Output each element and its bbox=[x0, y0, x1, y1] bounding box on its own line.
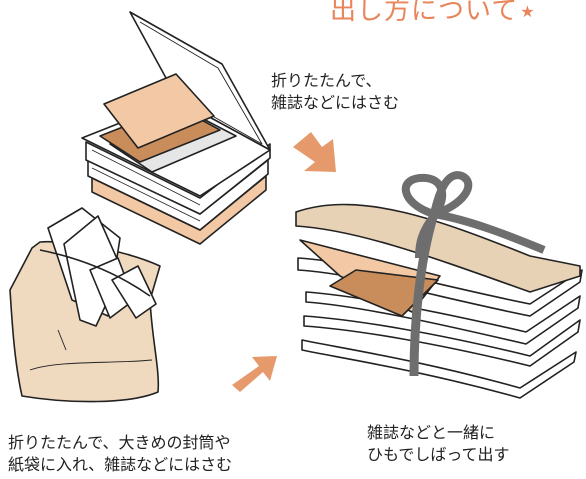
title-text: 出し方について bbox=[330, 0, 519, 26]
caption-line: 紙袋に入れ、雑誌などにはさむ bbox=[8, 455, 233, 474]
caption-envelope: 折りたたんで、大きめの封筒や 紙袋に入れ、雑誌などにはさむ bbox=[8, 432, 232, 476]
paper-bag-illustration bbox=[9, 207, 161, 403]
caption-bundle: 雑誌などと一緒に ひもでしばって出す bbox=[367, 422, 510, 466]
caption-line: 折りたたんで、大きめの封筒や bbox=[8, 433, 231, 452]
tied-magazine-bundle-illustration bbox=[295, 171, 583, 399]
caption-line: 雑誌などと一緒に bbox=[367, 423, 496, 442]
caption-line: 雑誌などにはさむ bbox=[271, 93, 400, 112]
caption-line: 折りたたんで、 bbox=[271, 71, 382, 90]
page-title: 出し方について★ bbox=[330, 0, 536, 27]
caption-line: ひもでしばって出す bbox=[367, 445, 510, 464]
star-icon: ★ bbox=[520, 2, 536, 21]
arrow-right-up-icon bbox=[232, 356, 277, 392]
arrow-right-down-icon bbox=[293, 132, 336, 172]
caption-magazine-insert: 折りたたんで、 雑誌などにはさむ bbox=[271, 70, 399, 114]
open-magazine-with-paper-illustration bbox=[81, 11, 271, 245]
